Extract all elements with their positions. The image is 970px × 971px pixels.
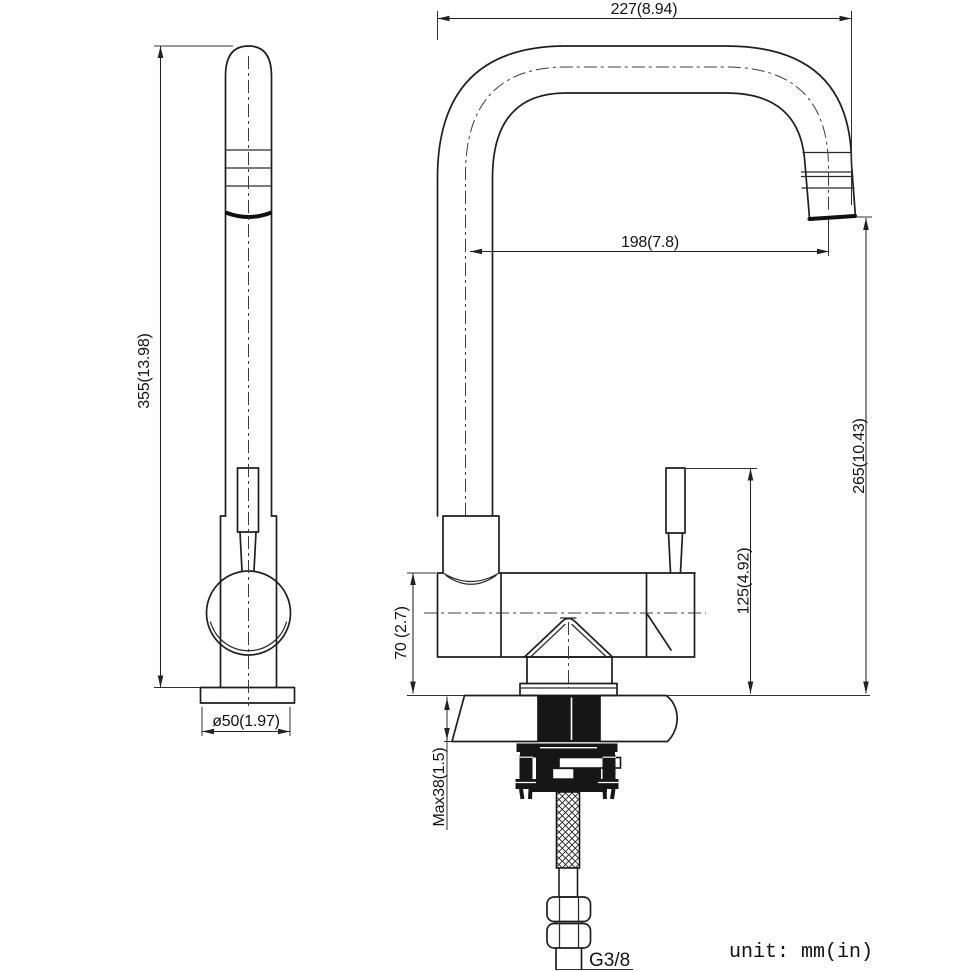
- dim-spout-reach-label: 198(7.8): [621, 234, 679, 251]
- installation-section: G3/8: [407, 694, 870, 971]
- dim-overall-width-extensions: [437, 11, 852, 205]
- side-handle-stem: [239, 531, 257, 572]
- front-spout-outer: [436, 45, 857, 517]
- dim-handle-height-label: 125(4.92): [736, 548, 753, 615]
- braided-supply-hose: [555, 791, 581, 869]
- dim-overall-width-label: 227(8.94): [611, 1, 678, 18]
- screw-highlight-right: [598, 756, 619, 784]
- hex-nut-lower-facets: [558, 924, 580, 948]
- dim-total-height-label: 355(13.98): [136, 333, 153, 408]
- thread-stub: [555, 947, 583, 971]
- front-spout-mouth: [807, 214, 857, 221]
- screw-tip-left: [519, 788, 533, 800]
- front-handle-stem: [667, 532, 684, 574]
- front-collar-saddle: [442, 572, 500, 585]
- side-spout-tube: [224, 45, 273, 517]
- hose-ferrule: [558, 867, 579, 898]
- mounting-bracket-bar: [558, 756, 622, 769]
- front-neck: [526, 656, 613, 685]
- countertop-slab-right: [599, 694, 678, 743]
- counter-surface-line: [407, 695, 870, 742]
- dim-total-height-extensions: [154, 45, 233, 688]
- dim-body-height-label: 70 (2.7): [393, 606, 410, 660]
- screw-head-left: [515, 779, 536, 789]
- screw-tip-right: [602, 788, 616, 800]
- hex-nut-upper: [546, 896, 592, 923]
- front-spout-inner: [491, 92, 811, 517]
- threaded-shank: [538, 694, 600, 743]
- front-handle-lever: [665, 467, 686, 534]
- side-base-flange: [199, 686, 296, 704]
- front-riser-collar: [442, 515, 500, 574]
- front-dimensions: 227(8.94) 198(7.8) 265(10.43) 125(4.92) …: [393, 1, 872, 830]
- front-base-flange: [519, 682, 618, 697]
- side-view: 355(13.98) ø50(1.97): [136, 45, 296, 736]
- side-body: [219, 515, 278, 689]
- front-view: [424, 45, 857, 697]
- lock-nut: [529, 782, 607, 792]
- hex-nut-upper-facets: [558, 897, 580, 922]
- screw-head-right: [598, 779, 619, 789]
- countertop-slab-left: [451, 694, 539, 743]
- unit-note: unit: mm(in): [729, 941, 873, 964]
- dim-max-counter-thickness-label: Max38(1.5): [431, 748, 448, 827]
- front-cone-inner: [529, 617, 608, 658]
- thread-size-label: G3/8: [589, 950, 630, 971]
- front-body: [436, 572, 696, 658]
- front-handle-mount: [645, 572, 696, 658]
- front-spout-centerline: [465, 66, 829, 516]
- dim-outlet-height-label: 265(10.43): [851, 418, 868, 493]
- screw-highlight-left: [515, 756, 536, 784]
- hex-nut-lower: [546, 922, 592, 949]
- front-spout-rings: [800, 151, 855, 189]
- bracket-slot: [551, 767, 575, 780]
- side-spout-outlet: [225, 211, 272, 219]
- dim-base-diameter-label: ø50(1.97): [212, 713, 280, 730]
- fixing-screw-right: [602, 755, 616, 779]
- fixing-screw-left: [519, 755, 533, 779]
